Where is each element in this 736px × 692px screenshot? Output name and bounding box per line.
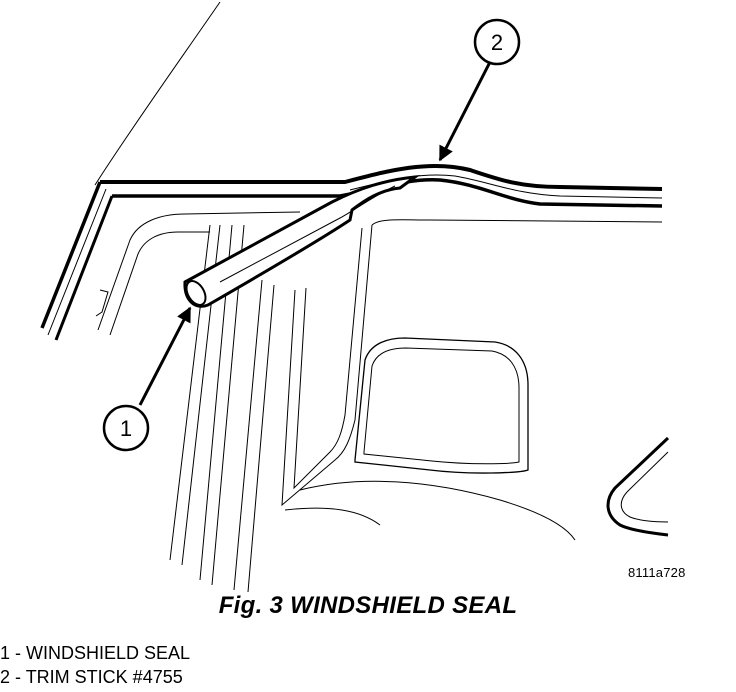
interior-panel-inner	[109, 231, 210, 336]
legend: 1 - WINDSHIELD SEAL 2 - TRIM STICK #4755	[0, 641, 190, 689]
trim-stick-tip	[185, 280, 207, 306]
door-frame-outer	[281, 224, 373, 507]
pillar-seal-inner	[54, 195, 114, 341]
legend-item-separator: -	[10, 643, 27, 663]
pillar-line-6	[247, 284, 275, 593]
legend-item-label: TRIM STICK #4755	[25, 667, 183, 687]
trim-stick-body	[183, 174, 421, 308]
callout-2-circle	[473, 18, 521, 66]
pillar-seal-outer	[40, 181, 102, 329]
figure-reference-code: 8111a728	[628, 565, 686, 580]
door-frame-inner	[293, 227, 363, 490]
figure-caption: Fig. 3 WINDSHIELD SEAL	[218, 592, 518, 619]
legend-item-1: 1 - WINDSHIELD SEAL	[0, 641, 190, 665]
legend-item-number: 1	[0, 643, 11, 663]
windshield-seal-illustration: 1 2	[40, 1, 670, 593]
legend-item-2: 2 - TRIM STICK #4755	[0, 665, 190, 689]
callout-1-circle	[102, 404, 150, 452]
callout-2-leader	[438, 61, 492, 162]
callout-1-number: 1	[120, 416, 132, 441]
right-hook-inner	[620, 451, 669, 523]
callout-1-leader	[138, 306, 192, 406]
roof-inner-line	[371, 219, 663, 226]
windshield-seal-outer	[100, 163, 663, 191]
interior-notch	[95, 289, 109, 317]
legend-item-label: WINDSHIELD SEAL	[26, 643, 191, 663]
body-contour-line	[94, 1, 221, 186]
right-hook-outer	[606, 436, 670, 537]
pillar-line-5	[233, 279, 263, 591]
legend-item-separator: -	[10, 667, 26, 687]
pillar-seal-detail	[47, 188, 107, 336]
trim-stick-highlight	[219, 185, 396, 283]
window-opening-outer	[354, 337, 529, 474]
interior-panel-outline	[97, 211, 301, 331]
callout-2-number: 2	[491, 30, 503, 55]
window-opening-inner	[363, 347, 520, 465]
dashboard-curve-lower	[284, 507, 381, 526]
legend-item-number: 2	[0, 667, 11, 687]
dashboard-curve	[299, 480, 576, 541]
